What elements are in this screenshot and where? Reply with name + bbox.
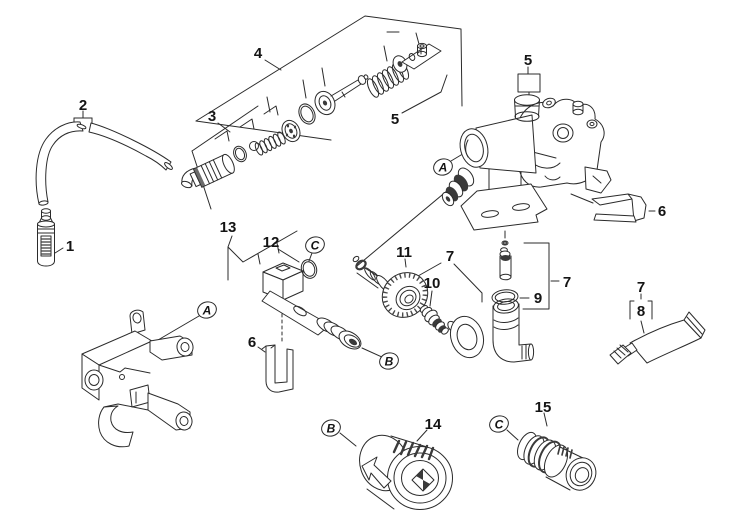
part-3-valve-disc [281, 119, 301, 143]
callout-5a: 5 [391, 111, 399, 128]
svg-text:B: B [327, 422, 336, 436]
part-6-clip-right [591, 193, 647, 223]
part-13-pipe-assembly [261, 262, 362, 350]
part-3-oring-small [233, 145, 247, 163]
bracket-assembly-a [81, 309, 194, 448]
ref-marker-c-coupling: C [489, 415, 509, 433]
part-11-coupling-adapter [352, 255, 429, 318]
callout-9: 9 [534, 290, 542, 307]
callout-10: 10 [424, 275, 441, 292]
callout-15: 15 [535, 399, 552, 416]
callout-labels: 1 2 3 4 5 5 6 6 7 7 7 8 9 10 11 12 13 14… [66, 45, 666, 433]
valve-inlet-seal-stub [441, 167, 475, 207]
callout-7c: 7 [637, 279, 645, 296]
callout-13: 13 [220, 219, 237, 236]
ref-marker-b-knob: B [321, 419, 341, 437]
part-4-oring-large [298, 103, 316, 125]
knob-grip-ribs-icon [392, 439, 435, 461]
part-4-nut-plate [401, 42, 442, 70]
callout-5a-leader [401, 74, 448, 114]
svg-text:C: C [495, 418, 504, 432]
knob-arrow-icon [361, 456, 392, 489]
callout-1: 1 [66, 238, 74, 255]
callout-12: 12 [263, 234, 280, 251]
callout-4: 4 [254, 45, 263, 62]
part-3-spring [254, 131, 286, 156]
callout-11: 11 [396, 244, 412, 261]
svg-text:A: A [202, 304, 212, 318]
callout-3: 3 [208, 108, 216, 125]
ref-marker-b-pipe: B [379, 352, 399, 370]
ref-marker-c-oring: C [305, 236, 325, 254]
part-12-oring [300, 259, 318, 279]
callout-7a: 7 [446, 248, 454, 265]
callout-8: 8 [637, 303, 645, 320]
ref-markers: A A B B C C [197, 158, 509, 437]
misc-leaders [54, 145, 656, 447]
part-10-valve-cartridge [419, 305, 449, 335]
coupling-knurl-icon [557, 445, 573, 459]
callout-14: 14 [425, 416, 442, 433]
callout-7b: 7 [563, 274, 571, 291]
svg-text:A: A [438, 161, 448, 175]
part-3-ball [249, 141, 259, 151]
ref-marker-a-valve-body: A [433, 158, 453, 176]
part-9-oring [491, 289, 519, 305]
callout-5b: 5 [524, 52, 532, 69]
part-3-elbow-fitting [181, 153, 235, 189]
part-8-grease-tube [609, 311, 706, 365]
part-4-washer [392, 55, 408, 73]
group-7-8-bracket [629, 293, 653, 334]
part-7-flange-elbow [447, 298, 535, 363]
group-3-bracket-outline [191, 105, 279, 210]
part-6-clip-left [261, 344, 294, 393]
part-7-small-parts-column [499, 240, 512, 281]
svg-text:B: B [385, 355, 394, 369]
callout-6a: 6 [248, 334, 256, 351]
group-4-bracket-outline [195, 15, 463, 141]
part-4-piston [314, 74, 369, 116]
group-7-bracket-column [504, 230, 560, 310]
callout-2: 2 [79, 97, 87, 114]
svg-text:C: C [311, 239, 320, 253]
part-14-knob [359, 434, 453, 510]
filter-mesh-icon [41, 238, 51, 255]
callout-6b: 6 [658, 203, 666, 220]
ref-marker-a-bracket: A [197, 301, 217, 319]
valve-body-assembly [441, 94, 612, 231]
part-1-filter [37, 208, 55, 267]
part-15-quick-coupling [517, 431, 597, 491]
part-2-hose [35, 121, 173, 206]
